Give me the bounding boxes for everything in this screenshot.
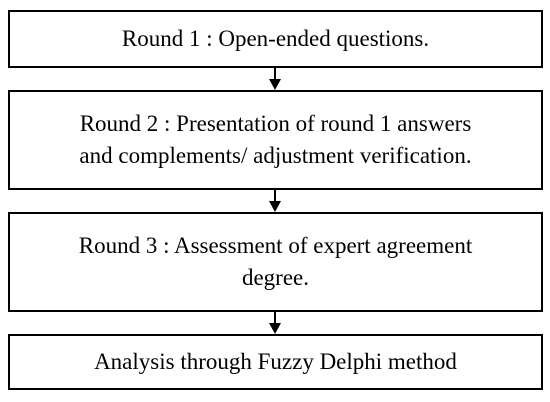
step-round-1-text: Round 1 : Open-ended questions. (121, 26, 430, 51)
step-round-2-box: Round 2 : Presentation of round 1 answer… (8, 90, 543, 190)
step-round-1-box: Round 1 : Open-ended questions. (8, 10, 543, 68)
arrow-down-icon (265, 190, 285, 212)
step-round-2-text-line-2: and complements/ adjustment verification… (79, 143, 472, 168)
step-round-3-text-line-2: degree. (241, 265, 310, 290)
arrow-down-icon (265, 312, 285, 334)
step-analysis-box: Analysis through Fuzzy Delphi method (8, 334, 543, 390)
step-round-2-text-line-1: Round 2 : Presentation of round 1 answer… (79, 111, 472, 136)
step-analysis-text: Analysis through Fuzzy Delphi method (94, 349, 457, 374)
arrow-down-icon (265, 68, 285, 90)
step-round-3-box: Round 3 : Assessment of expert agreement… (8, 212, 543, 312)
step-round-3-text-line-1: Round 3 : Assessment of expert agreement (78, 233, 473, 258)
